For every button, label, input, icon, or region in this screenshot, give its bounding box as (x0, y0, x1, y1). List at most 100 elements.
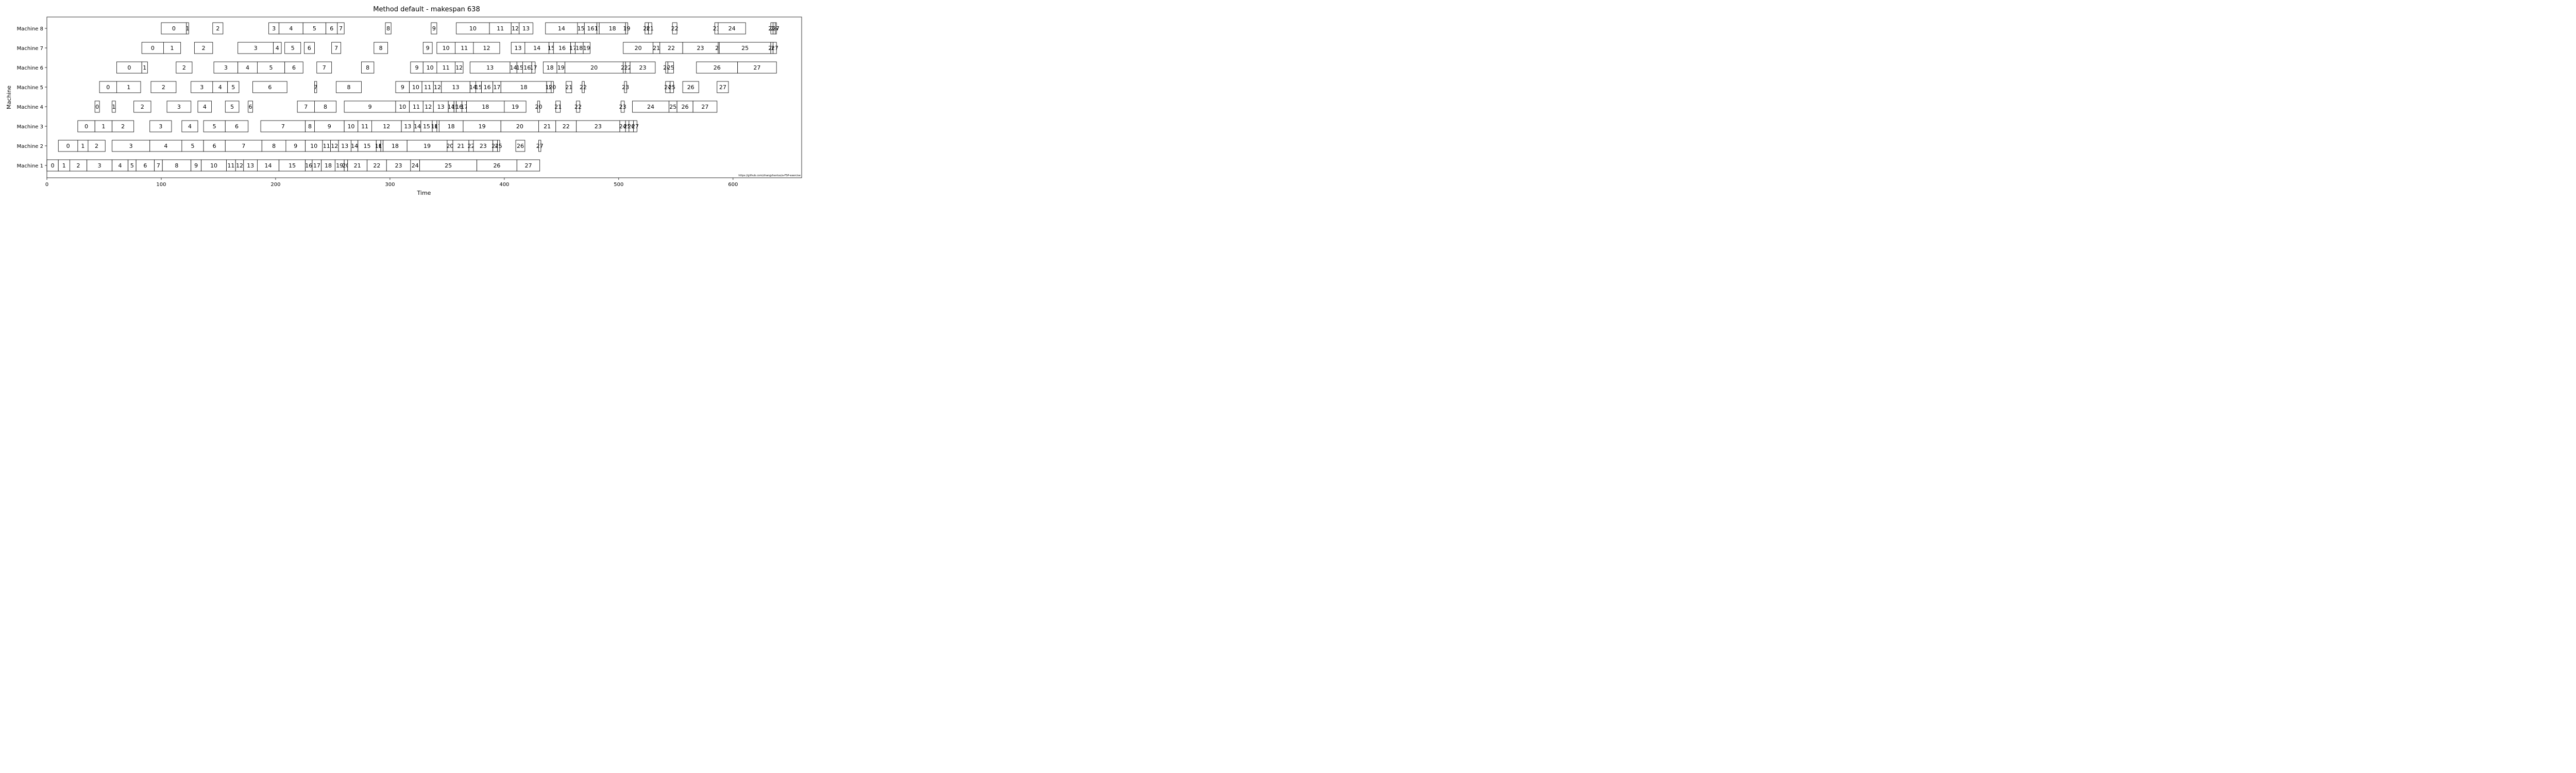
task-label: 5 (130, 162, 134, 169)
task-bar (497, 140, 500, 152)
x-tick-label: 400 (499, 182, 509, 188)
chart-title: Method default - makespan 638 (373, 6, 480, 13)
task-label: 20 (516, 123, 523, 130)
task-label: 23 (639, 64, 646, 71)
task-label: 8 (324, 104, 327, 110)
task-label: 20 (535, 104, 542, 110)
x-tick-label: 200 (270, 182, 280, 188)
task-label: 11 (227, 162, 234, 169)
task-label: 8 (347, 84, 351, 91)
task-bar (273, 42, 282, 54)
task-label: 4 (188, 123, 192, 130)
task-label: 25 (668, 84, 675, 91)
task-label: 19 (623, 25, 630, 32)
task-label: 16 (587, 25, 594, 32)
task-label: 0 (172, 25, 176, 32)
task-label: 20 (446, 143, 453, 149)
task-label: 15 (289, 162, 296, 169)
task-label: 3 (98, 162, 101, 169)
y-tick-label: Machine 8 (17, 26, 43, 32)
task-bar (212, 22, 224, 35)
task-bar (248, 100, 253, 113)
task-label: 26 (714, 64, 721, 71)
task-label: 6 (268, 84, 272, 91)
task-bar (519, 22, 533, 35)
task-bar (227, 81, 240, 93)
task-bar (431, 22, 437, 35)
task-label: 6 (330, 25, 333, 32)
task-label: 6 (292, 64, 296, 71)
task-label: 0 (95, 104, 99, 110)
task-label: 26 (493, 162, 500, 169)
task-label: 13 (437, 104, 445, 110)
task-label: 7 (281, 123, 285, 130)
task-label: 14 (414, 123, 421, 130)
task-bar (141, 61, 148, 74)
task-label: 25 (495, 143, 502, 149)
task-label: 0 (127, 64, 131, 71)
task-label: 10 (210, 162, 217, 169)
task-label: 7 (334, 45, 338, 52)
task-bar (374, 42, 388, 54)
x-tick-label: 300 (385, 182, 395, 188)
task-bar (112, 120, 134, 132)
task-label: 6 (213, 143, 216, 149)
task-label: 1 (186, 25, 190, 32)
task-label: 17 (313, 162, 320, 169)
task-bar (314, 100, 336, 113)
task-bar (504, 100, 527, 113)
task-bar (692, 100, 718, 113)
task-label: 18 (392, 143, 399, 149)
task-bar (181, 120, 198, 132)
task-label: 7 (304, 104, 308, 110)
task-label: 14 (265, 162, 272, 169)
task-label: 14 (351, 143, 358, 149)
task-bar (94, 100, 100, 113)
x-tick-label: 600 (728, 182, 738, 188)
task-label: 0 (106, 84, 110, 91)
task-label: 12 (455, 64, 463, 71)
task-label: 7 (242, 143, 245, 149)
task-bar (633, 120, 637, 132)
task-label: 2 (162, 84, 165, 91)
x-tick-label: 0 (45, 182, 48, 188)
task-label: 10 (427, 64, 434, 71)
task-bar (133, 100, 151, 113)
task-label: 5 (230, 104, 234, 110)
task-label: 22 (671, 25, 679, 32)
task-label: 12 (383, 123, 390, 130)
task-label: 26 (628, 123, 635, 130)
task-bar (361, 61, 375, 74)
task-bar (630, 61, 656, 74)
task-label: 21 (554, 104, 562, 110)
task-label: 23 (480, 143, 487, 149)
task-bar (515, 140, 526, 152)
task-label: 19 (423, 143, 431, 149)
task-label: 15 (516, 64, 523, 71)
task-label: 8 (175, 162, 178, 169)
task-label: 6 (235, 123, 239, 130)
task-label: 27 (536, 143, 544, 149)
task-label: 1 (143, 64, 146, 71)
task-label: 24 (728, 25, 736, 32)
task-label: 18 (609, 25, 616, 32)
task-label: 27 (719, 84, 726, 91)
task-label: 2 (141, 104, 144, 110)
credit-text: https://github.com/zhangzhanluo/a-FSP-ex… (738, 174, 801, 177)
task-label: 26 (687, 84, 694, 91)
task-label: 10 (399, 104, 406, 110)
task-bar (625, 22, 629, 35)
y-tick-label: Machine 4 (17, 105, 43, 110)
task-label: 14 (448, 104, 455, 110)
task-label: 22 (580, 84, 587, 91)
x-tick-label: 500 (614, 182, 623, 188)
task-label: 16 (484, 84, 491, 91)
task-label: 13 (522, 25, 530, 32)
task-label: 1 (81, 143, 84, 149)
task-bar (624, 81, 627, 93)
task-bar (551, 81, 554, 93)
task-bar (336, 81, 362, 93)
task-label: 21 (653, 45, 660, 52)
task-bar (531, 61, 536, 74)
